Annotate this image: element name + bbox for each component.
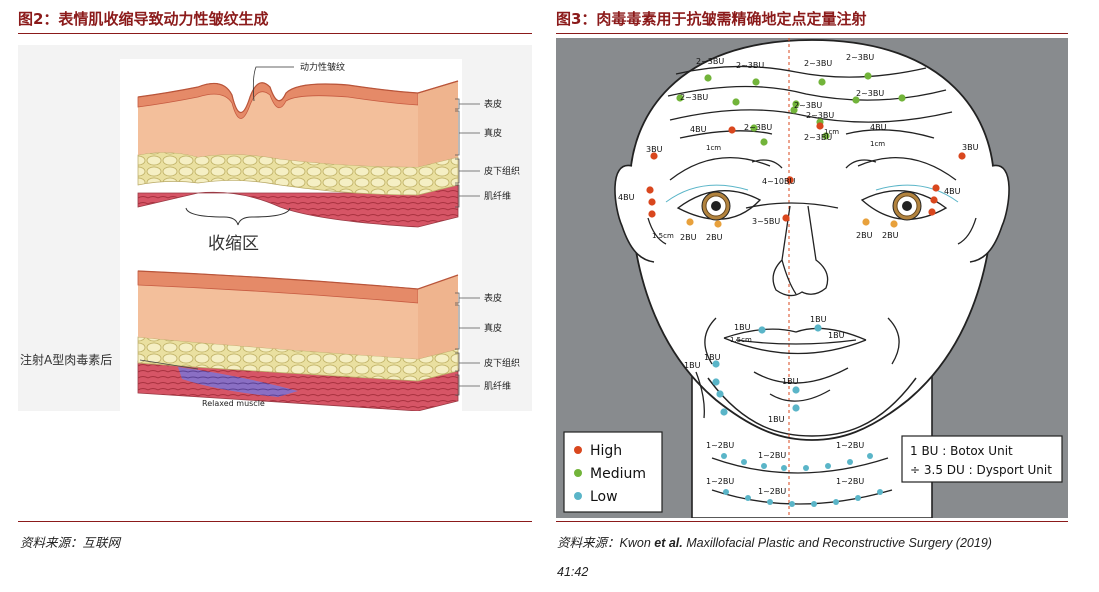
dose-f6: 2~3BU	[794, 101, 822, 110]
dose-b1: 3BU	[646, 145, 663, 154]
dose-k4: 1~2BU	[706, 477, 734, 486]
left-ear	[614, 164, 655, 263]
dose-g2: 2~3BU	[744, 123, 772, 132]
fig3-title: 图3：肉毒毒素用于抗皱需精确地定点定量注射	[556, 10, 867, 28]
fig3-source-authors: Kwon	[619, 536, 655, 550]
dose-f4: 2~3BU	[846, 53, 874, 62]
dose-l1: 1BU	[734, 323, 751, 332]
dose-e2: 4BU	[944, 187, 961, 196]
legend-medium: Medium	[590, 466, 646, 482]
dose-u2: 2BU	[706, 233, 723, 242]
dose-lcm: 1.5cm	[730, 336, 752, 344]
fig3-face-diagram: 2~3BU 2~3BU 2~3BU 2~3BU 2~3BU 2~3BU 2~3B…	[556, 38, 1068, 519]
label-muscle-top: 肌纤维	[484, 190, 511, 202]
dose-l2: 1BU	[810, 315, 827, 324]
fig3-source-prefix: 资料来源：	[557, 535, 620, 550]
fig2-source: 资料来源：互联网	[20, 535, 121, 550]
dose-l3: 1BU	[828, 331, 845, 340]
dose-l5: 1BU	[684, 361, 701, 370]
dose-l6: 1BU	[782, 377, 799, 386]
under-eye-points	[686, 218, 898, 228]
dose-e1: 4BU	[618, 193, 635, 202]
bottom-layer-brackets	[455, 292, 480, 396]
fig3-source-etal: et al.	[654, 536, 683, 550]
dose-n1: 3~5BU	[752, 217, 780, 226]
label-dermis-bottom: 真皮	[484, 322, 502, 334]
dose-g1: 4BU	[690, 125, 707, 134]
fig2-title-rule	[18, 33, 532, 34]
low-injection-points	[712, 324, 883, 507]
face-outline	[629, 39, 995, 441]
units-box: 1 BU : Botox Unit ÷ 3.5 DU : Dysport Uni…	[901, 435, 1063, 483]
label-subcutis-top: 皮下组织	[484, 165, 520, 177]
fig2-source-rule	[18, 521, 532, 522]
dose-k6: 1~2BU	[836, 477, 864, 486]
legend-high: High	[590, 443, 622, 459]
label-relaxed-muscle: Relaxed muscle	[202, 399, 265, 408]
dose-c1: 1cm	[706, 144, 721, 152]
dose-u4: 2BU	[882, 231, 899, 240]
dose-l7: 1BU	[768, 415, 785, 424]
dose-f1: 2~3BU	[696, 57, 724, 66]
dose-f8: 2~3BU	[806, 111, 834, 120]
label-dermis-top: 真皮	[484, 127, 502, 139]
dose-g3: 2~3BU	[804, 133, 832, 142]
dose-f2: 2~3BU	[736, 61, 764, 70]
label-epidermis-bottom: 表皮	[484, 292, 502, 304]
dose-m15: 1.5cm	[652, 232, 674, 240]
label-contraction-zone: 收缩区	[208, 234, 259, 254]
legend-low: Low	[590, 489, 618, 505]
dose-k3: 1~2BU	[836, 441, 864, 450]
dose-k1: 1~2BU	[706, 441, 734, 450]
fig3-source-line2: 41:42	[557, 565, 589, 579]
label-subcutis-bottom: 皮下组织	[484, 357, 520, 369]
top-layer-brackets	[455, 98, 480, 208]
dose-c3: 1cm	[870, 140, 885, 148]
fig3-title-rule	[556, 33, 1068, 34]
dose-f5: 2~3BU	[680, 93, 708, 102]
label-after-injection: 注射A型肉毒素后	[20, 352, 112, 367]
left-eye	[701, 191, 731, 221]
high-injection-points	[646, 122, 966, 222]
dose-b2: 3BU	[962, 143, 979, 152]
fig3-source-rule	[556, 521, 1068, 522]
dose-p1: 4~10BU	[762, 177, 795, 186]
label-epidermis-top: 表皮	[484, 98, 502, 110]
label-muscle-bottom: 肌纤维	[484, 380, 511, 392]
dose-u3: 2BU	[856, 231, 873, 240]
dose-u1: 2BU	[680, 233, 697, 242]
fig3-source-journal: Maxillofacial Plastic and Reconstructive…	[682, 536, 992, 550]
dose-l4: 1BU	[704, 353, 721, 362]
fig3-source: 资料来源：Kwon et al. Maxillofacial Plastic a…	[557, 532, 992, 551]
dose-g4: 4BU	[870, 123, 887, 132]
dose-f3: 2~3BU	[804, 59, 832, 68]
legend-box: High Medium Low	[563, 431, 663, 513]
dose-k5: 1~2BU	[758, 487, 786, 496]
units-line1: 1 BU : Botox Unit	[910, 444, 1013, 458]
medium-injection-points	[676, 72, 906, 146]
units-line2: ÷ 3.5 DU : Dysport Unit	[910, 463, 1052, 477]
dose-c2: 1cm	[824, 128, 839, 136]
dose-f7: 2~3BU	[856, 89, 884, 98]
fig2-illustration: 动力性皱纹 收缩区 表皮 真皮 皮下组织 肌纤维 Relaxed muscle …	[18, 45, 532, 412]
right-eye	[892, 191, 922, 221]
right-ear	[969, 164, 1010, 263]
dose-k2: 1~2BU	[758, 451, 786, 460]
label-dynamic-wrinkle: 动力性皱纹	[300, 61, 345, 73]
fig2-title: 图2：表情肌收缩导致动力性皱纹生成	[18, 10, 269, 28]
skin-block-relaxed	[137, 270, 459, 412]
